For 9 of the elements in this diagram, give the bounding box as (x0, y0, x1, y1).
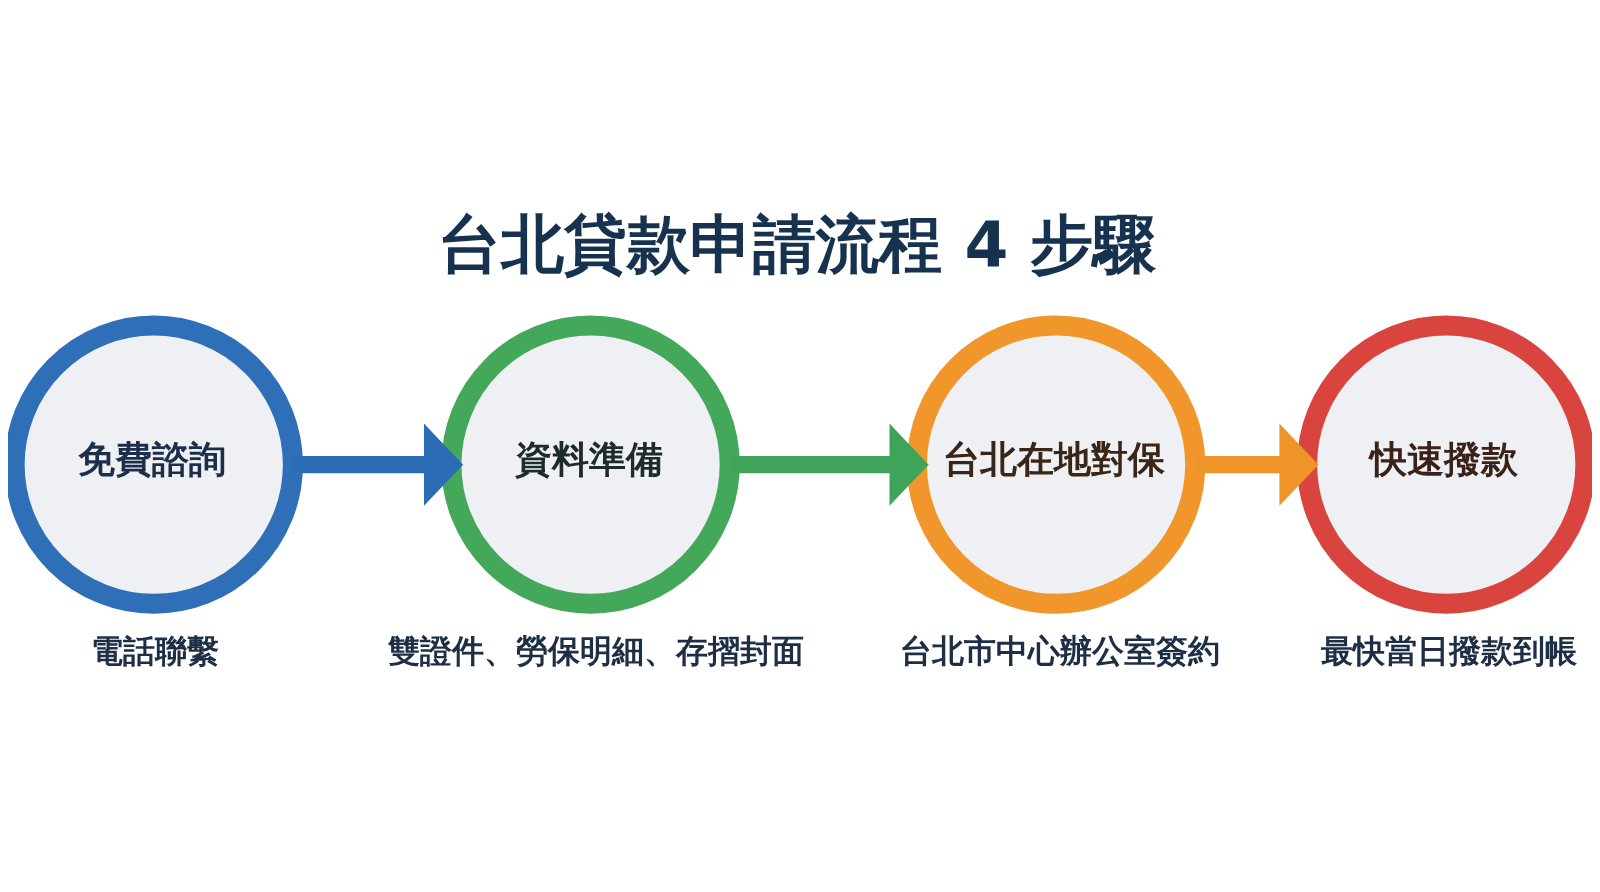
node-circle: 台北在地對保 (906, 315, 1206, 614)
node-label: 最快當日撥款到帳 (1320, 633, 1577, 670)
diagram-title: 台北貸款申請流程 4 步驟 (438, 206, 1157, 281)
node-circle: 快速撥款 (1297, 315, 1592, 614)
node-circle: 免費諮詢 (8, 315, 303, 614)
node-circle: 資料準備 (441, 315, 740, 614)
node-label: 台北市中心辦公室簽約 (899, 633, 1220, 670)
node-label: 雙證件、勞保明細、存摺封面 (387, 633, 804, 670)
node-label: 電話聯繫 (90, 633, 219, 670)
